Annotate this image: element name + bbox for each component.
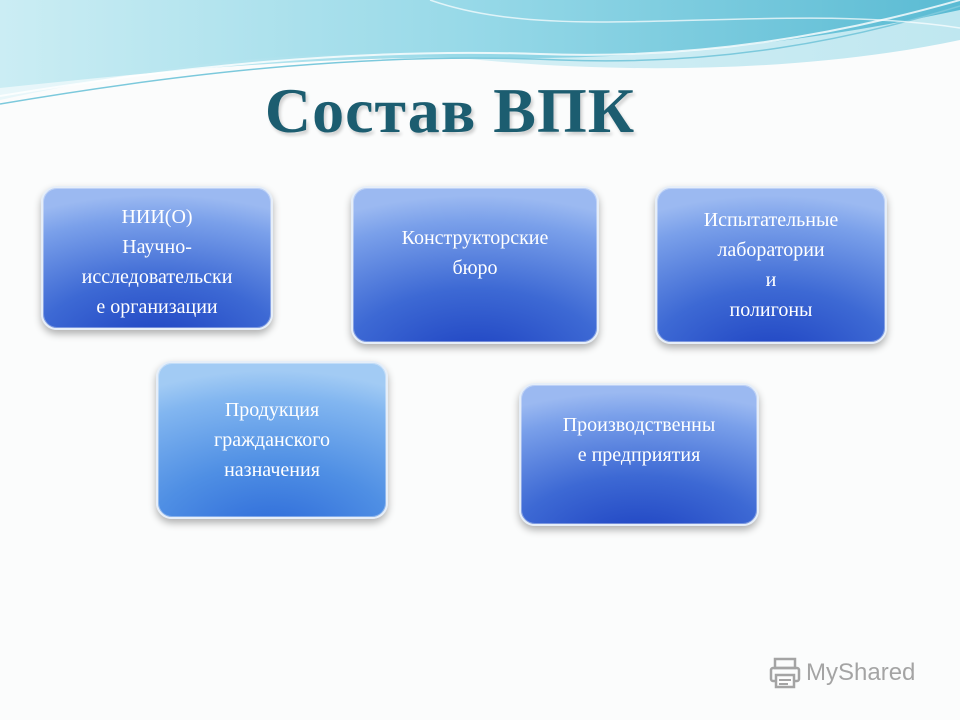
box-civilian-products: Продукция гражданского назначения	[156, 361, 388, 519]
box-text-line: Конструкторские	[401, 227, 549, 249]
box-text-line: гражданского	[214, 429, 330, 451]
wave-front	[0, 0, 960, 88]
printer-icon	[769, 657, 801, 689]
box-manufacturing-enterprises: Производственны е предприятия	[519, 383, 759, 526]
box-text-line: Научно-	[122, 236, 192, 258]
box-text-line: и	[765, 269, 777, 291]
box-text-line: исследовательски	[81, 266, 233, 288]
box-text-line: е организации	[96, 296, 218, 318]
wave-line-2	[0, 0, 960, 97]
box-text-line: НИИ(О)	[121, 206, 193, 228]
box-research-institutes: НИИ(О) Научно- исследовательски е органи…	[41, 186, 273, 330]
box-text-line: Производственны	[562, 413, 716, 436]
box-text-line: Испытательные	[703, 209, 839, 231]
wave-line-1	[0, 5, 960, 105]
box-text-line: полигоны	[729, 299, 813, 321]
slide-title: Состав ВПК	[264, 75, 636, 146]
watermark: MyShared	[768, 656, 915, 690]
box-design-bureaus: Конструкторские бюро	[351, 186, 599, 344]
box-test-labs: Испытательные лаборатории и полигоны	[655, 186, 887, 344]
box-text-line: е предприятия	[577, 443, 701, 466]
watermark-text: MyShared	[806, 659, 916, 686]
decorative-waves	[0, 0, 960, 105]
wave-line-3	[429, 0, 960, 29]
box-text-line: назначения	[224, 459, 320, 481]
box-text-line: Продукция	[224, 399, 320, 421]
box-text-line: лаборатории	[717, 239, 825, 261]
box-text-line: бюро	[452, 257, 498, 279]
